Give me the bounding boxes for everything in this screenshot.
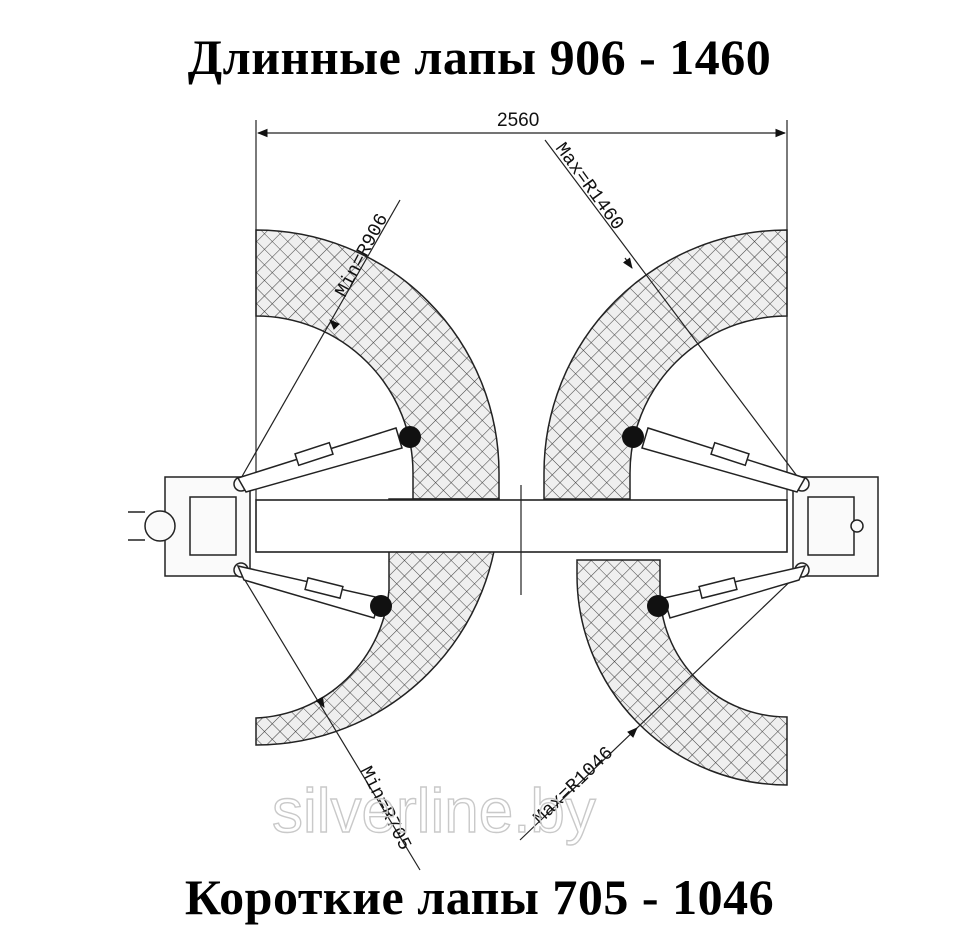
pad-rear-right: [647, 595, 669, 617]
pad-front-left: [399, 426, 421, 448]
arm-front-left: [236, 427, 403, 493]
right-post: [792, 476, 879, 578]
pad-front-right: [622, 426, 644, 448]
arm-rear-left: [236, 564, 381, 619]
arm-rear-right: [663, 564, 807, 619]
arm-front-right: [641, 427, 807, 493]
pad-rear-left: [370, 595, 392, 617]
left-post: [128, 476, 251, 578]
watermark: silverline.by: [272, 777, 596, 846]
width-dimension: 2560: [497, 110, 539, 131]
label-max-long: Max=R1460: [550, 139, 628, 235]
title-long-arms: Длинные лапы 906 - 1460: [187, 29, 772, 85]
right-reach-zone-lower: [576, 559, 788, 786]
left-reach-zone: [255, 229, 500, 500]
title-short-arms: Короткие лапы 705 - 1046: [184, 869, 775, 925]
right-reach-zone: [543, 229, 788, 500]
